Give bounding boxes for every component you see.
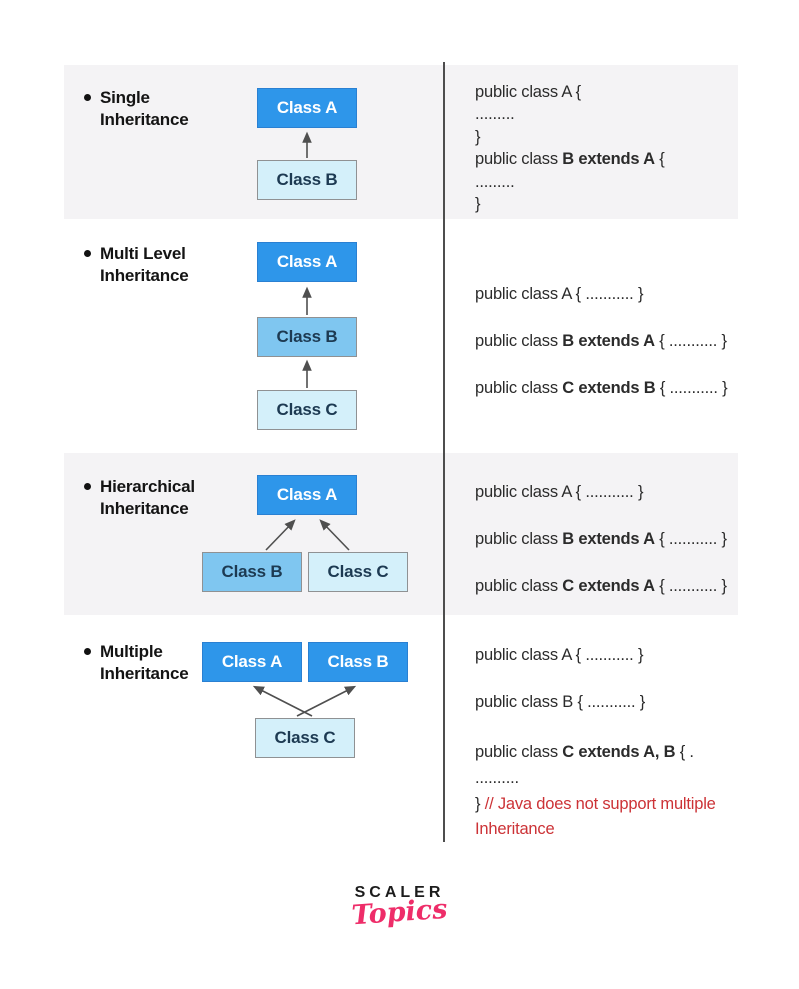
bullet-icon <box>84 483 91 490</box>
section-title-hierarchical-inheritance: Hierarchical Inheritance <box>84 476 195 520</box>
code-line: public class A { ........... } <box>475 285 644 303</box>
code-line: Inheritance <box>475 820 555 839</box>
title-line: Inheritance <box>100 110 189 129</box>
bullet-icon <box>84 648 91 655</box>
section-title-multi-level-inheritance: Multi Level Inheritance <box>84 243 189 287</box>
code-line: public class B extends A { ........... } <box>475 332 727 350</box>
code-multi-level-inheritance: public class A { ........... } public cl… <box>475 283 765 424</box>
logo-brand-text: SCALER <box>354 884 445 901</box>
code-line: public class C extends A { ........... } <box>475 577 727 595</box>
code-line: ......... <box>475 172 515 191</box>
scaler-topics-logo: SCALER Topics <box>0 884 799 931</box>
section-title-multiple-inheritance: Multiple Inheritance <box>84 641 189 685</box>
code-line: } <box>475 195 481 214</box>
title-line: Single <box>100 88 150 107</box>
bullet-icon <box>84 94 91 101</box>
code-line: ......... <box>475 105 515 124</box>
code-line: public class B extends A { <box>475 150 665 169</box>
code-line: } // Java does not support multiple <box>475 794 716 813</box>
section-title-single-inheritance: Single Inheritance <box>84 87 189 131</box>
class-b-box: Class B <box>257 160 357 200</box>
code-multiple-inheritance: public class C extends A, B { . ........… <box>475 740 765 843</box>
logo-sub-text: Topics <box>350 893 449 932</box>
title-line: Multiple <box>100 642 163 661</box>
arrow-c-to-a <box>252 685 313 717</box>
class-a-box: Class A <box>257 88 357 128</box>
title-line: Inheritance <box>100 499 189 518</box>
class-c-box: Class C <box>308 552 408 592</box>
class-b-box: Class B <box>308 642 408 682</box>
class-a-box: Class A <box>257 242 357 282</box>
code-multiple-inheritance: public class B { ........... } <box>475 693 765 712</box>
code-line: public class C extends B { ........... } <box>475 379 728 397</box>
class-a-box: Class A <box>202 642 302 682</box>
code-hierarchical-inheritance: public class A { ........... } public cl… <box>475 481 765 622</box>
title-line: Inheritance <box>100 266 189 285</box>
code-line: public class A { <box>475 83 581 101</box>
class-b-box: Class B <box>257 317 357 357</box>
arrow-c-to-b <box>296 685 357 717</box>
code-line: } <box>475 127 481 146</box>
class-c-box: Class C <box>255 718 355 758</box>
title-line: Inheritance <box>100 664 189 683</box>
title-line: Hierarchical <box>100 477 195 496</box>
bullet-icon <box>84 250 91 257</box>
code-line: public class B { ........... } <box>475 693 646 711</box>
code-line: public class C extends A, B { . <box>475 743 694 761</box>
code-line: public class B extends A { ........... } <box>475 530 727 548</box>
class-b-box: Class B <box>202 552 302 592</box>
code-line: public class A { ........... } <box>475 483 644 501</box>
code-single-inheritance: public class A { ......... } public clas… <box>475 81 765 215</box>
code-multiple-inheritance: public class A { ........... } <box>475 646 765 665</box>
class-a-box: Class A <box>257 475 357 515</box>
code-line: public class A { ........... } <box>475 646 644 664</box>
code-line: .......... <box>475 768 519 787</box>
title-line: Multi Level <box>100 244 186 263</box>
vertical-divider <box>443 62 445 842</box>
section-background-single <box>64 65 738 219</box>
class-c-box: Class C <box>257 390 357 430</box>
